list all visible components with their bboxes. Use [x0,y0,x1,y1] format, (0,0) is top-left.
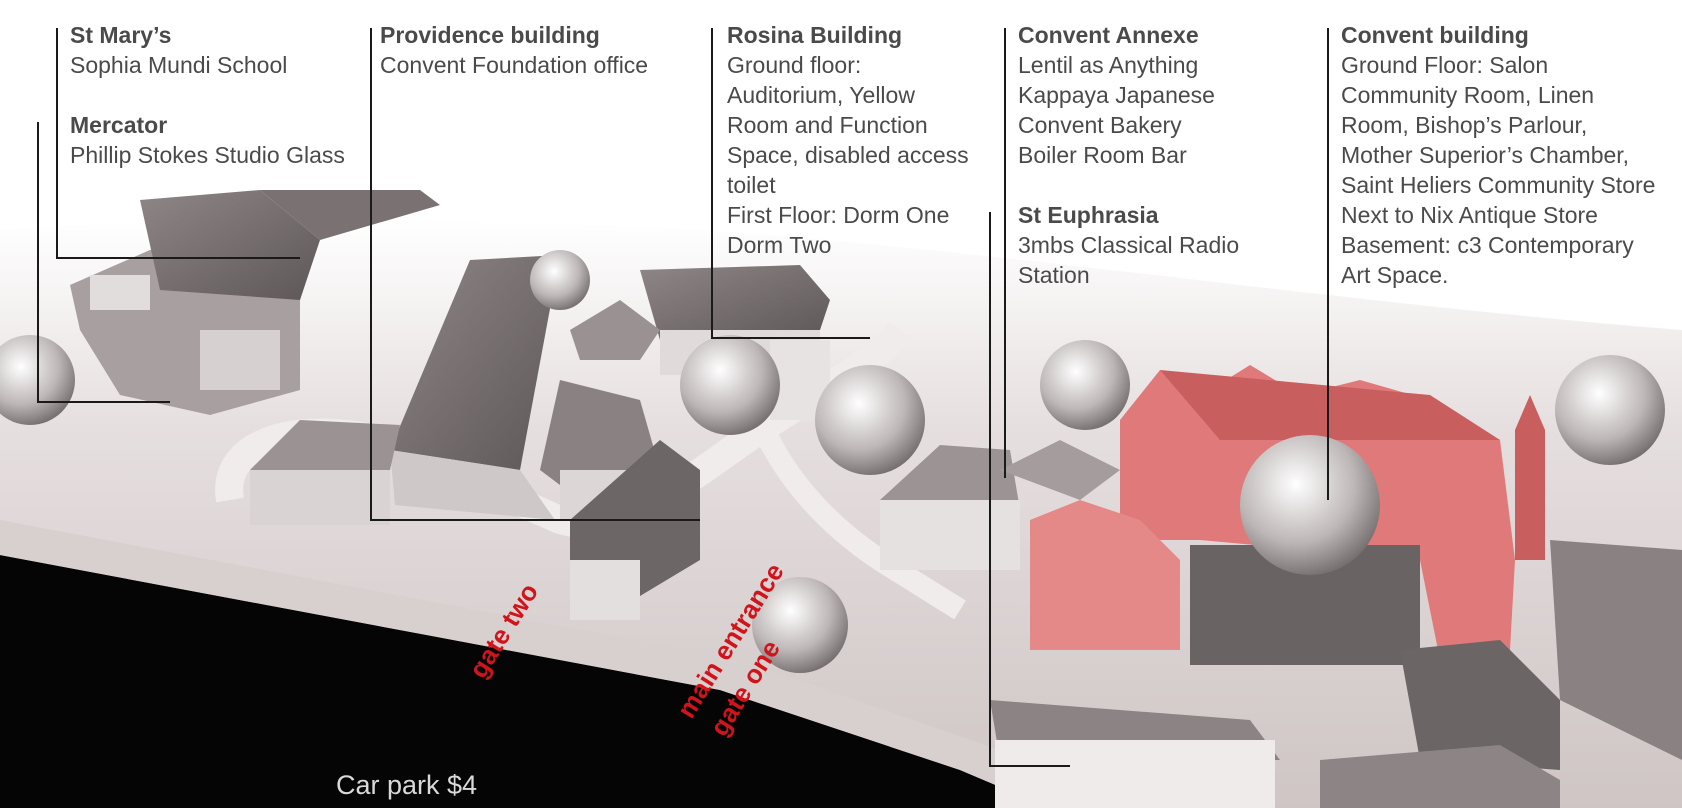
heading-providence: Providence building [380,22,600,48]
convent-line-8: Art Space. [1341,262,1449,288]
label-convent-building: Convent building Ground Floor: Salon Com… [1341,20,1655,290]
euphrasia-line-2: Station [1018,262,1090,288]
right-buildings [1320,540,1682,808]
leader-lines [37,28,1329,767]
heading-rosina: Rosina Building [727,22,903,48]
convent-line-7: Basement: c3 Contemporary [1341,232,1634,258]
euphrasia-line-1: 3mbs Classical Radio [1018,232,1240,258]
annexe-line-3: Convent Bakery [1018,112,1182,138]
heading-mercator: Mercator [70,112,168,138]
label-rosina: Rosina Building Ground floor: Auditorium… [727,20,969,260]
trees [0,250,1665,673]
rosina-line-4: Space, disabled access [727,142,969,168]
rosina-line-1: Ground floor: [727,52,862,78]
convent-line-4: Mother Superior’s Chamber, [1341,142,1630,168]
rosina-line-6: First Floor: Dorm One [727,202,950,228]
inner-path-2 [749,415,966,620]
convent-line-2: Community Room, Linen [1341,82,1595,108]
convent-line-3: Room, Bishop’s Parlour, [1341,112,1588,138]
heading-convent-annexe: Convent Annexe [1018,22,1199,48]
st-marys-buildings [70,190,440,415]
rosina-line-5: toilet [727,172,776,198]
line-sophia-mundi: Sophia Mundi School [70,52,288,78]
car-park-area [0,555,1050,808]
footpath [0,520,1080,808]
car-park-label: Car park $4 [336,770,478,800]
label-providence: Providence building Convent Foundation o… [380,20,648,80]
heading-convent-building: Convent building [1341,22,1529,48]
rosina-line-3: Room and Function [727,112,928,138]
line-convent-foundation: Convent Foundation office [380,52,649,78]
heading-st-euphrasia: St Euphrasia [1018,202,1159,228]
annexe-line-4: Boiler Room Bar [1018,142,1187,168]
annexe-line-1: Lentil as Anything [1018,52,1199,78]
convent-annexe-buildings [880,440,1280,808]
convent-line-6: Next to Nix Antique Store [1341,202,1598,228]
convent-line-1: Ground Floor: Salon [1341,52,1549,78]
rosina-line-2: Auditorium, Yellow [727,82,915,108]
label-st-marys: St Mary’s Sophia Mundi School Mercator P… [70,20,345,170]
label-convent-annexe: Convent Annexe Lentil as Anything Kappay… [1018,20,1239,290]
rosina-line-7: Dorm Two [727,232,832,258]
heading-st-marys: St Mary’s [70,22,172,48]
convent-line-5: Saint Heliers Community Store [1341,172,1656,198]
line-phillip-stokes: Phillip Stokes Studio Glass [70,142,345,168]
annexe-line-2: Kappaya Japanese [1018,82,1215,108]
